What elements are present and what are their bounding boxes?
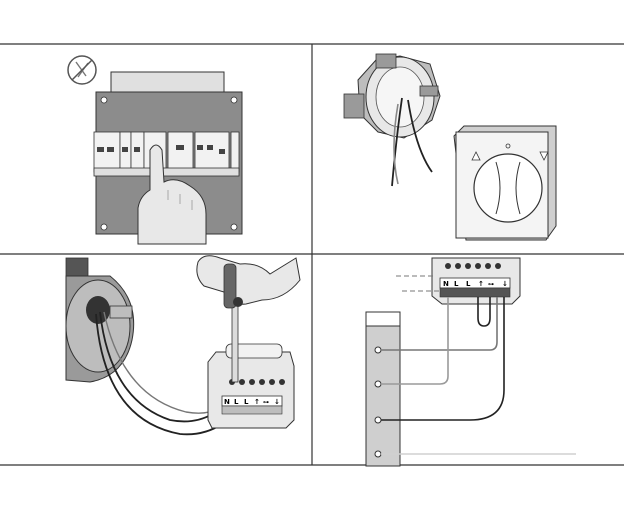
panel-wall-box — [344, 54, 556, 240]
flush-box — [344, 54, 440, 138]
terminal-label: L — [466, 280, 471, 288]
terminal-label: ↑ — [254, 398, 260, 406]
relay-module-left: N L L ↑ ⊶ ↓ — [208, 344, 294, 428]
terminal-label: N — [224, 398, 230, 406]
rotary-dimmer — [454, 126, 556, 240]
panel-module-wiring: N L L ↑ ⊶ ↓ — [66, 256, 300, 435]
terminal-label: L — [244, 398, 249, 406]
panel-fuse-box — [68, 56, 242, 244]
screwdriver-shaft — [232, 306, 238, 382]
terminal-label: ⊶ — [263, 399, 269, 406]
terminal-label: ↓ — [274, 398, 280, 406]
terminal-strip-body — [366, 326, 400, 466]
terminal-labels-right: N L L ↑ ⊶ ↓ — [440, 278, 510, 288]
terminal-label: L — [234, 398, 239, 406]
fuse-box-cover — [111, 72, 224, 92]
relay-module-right: N L L ↑ ⊶ ↓ — [432, 258, 520, 304]
terminal-label: ↓ — [502, 280, 508, 288]
panel-grid — [0, 44, 624, 465]
hand-screwdriver-icon — [197, 256, 300, 305]
terminal-label: ↑ — [478, 280, 484, 288]
terminal-label: N — [443, 280, 449, 288]
terminal-label: L — [454, 280, 459, 288]
no-tools-icon — [68, 56, 96, 84]
panel-wiring-schematic: N L L ↑ ⊶ ↓ — [366, 258, 576, 466]
terminal-labels-left: N L L ↑ ⊶ ↓ — [222, 396, 282, 406]
terminal-strip — [366, 312, 400, 326]
terminal-label: ⊶ — [488, 281, 494, 288]
